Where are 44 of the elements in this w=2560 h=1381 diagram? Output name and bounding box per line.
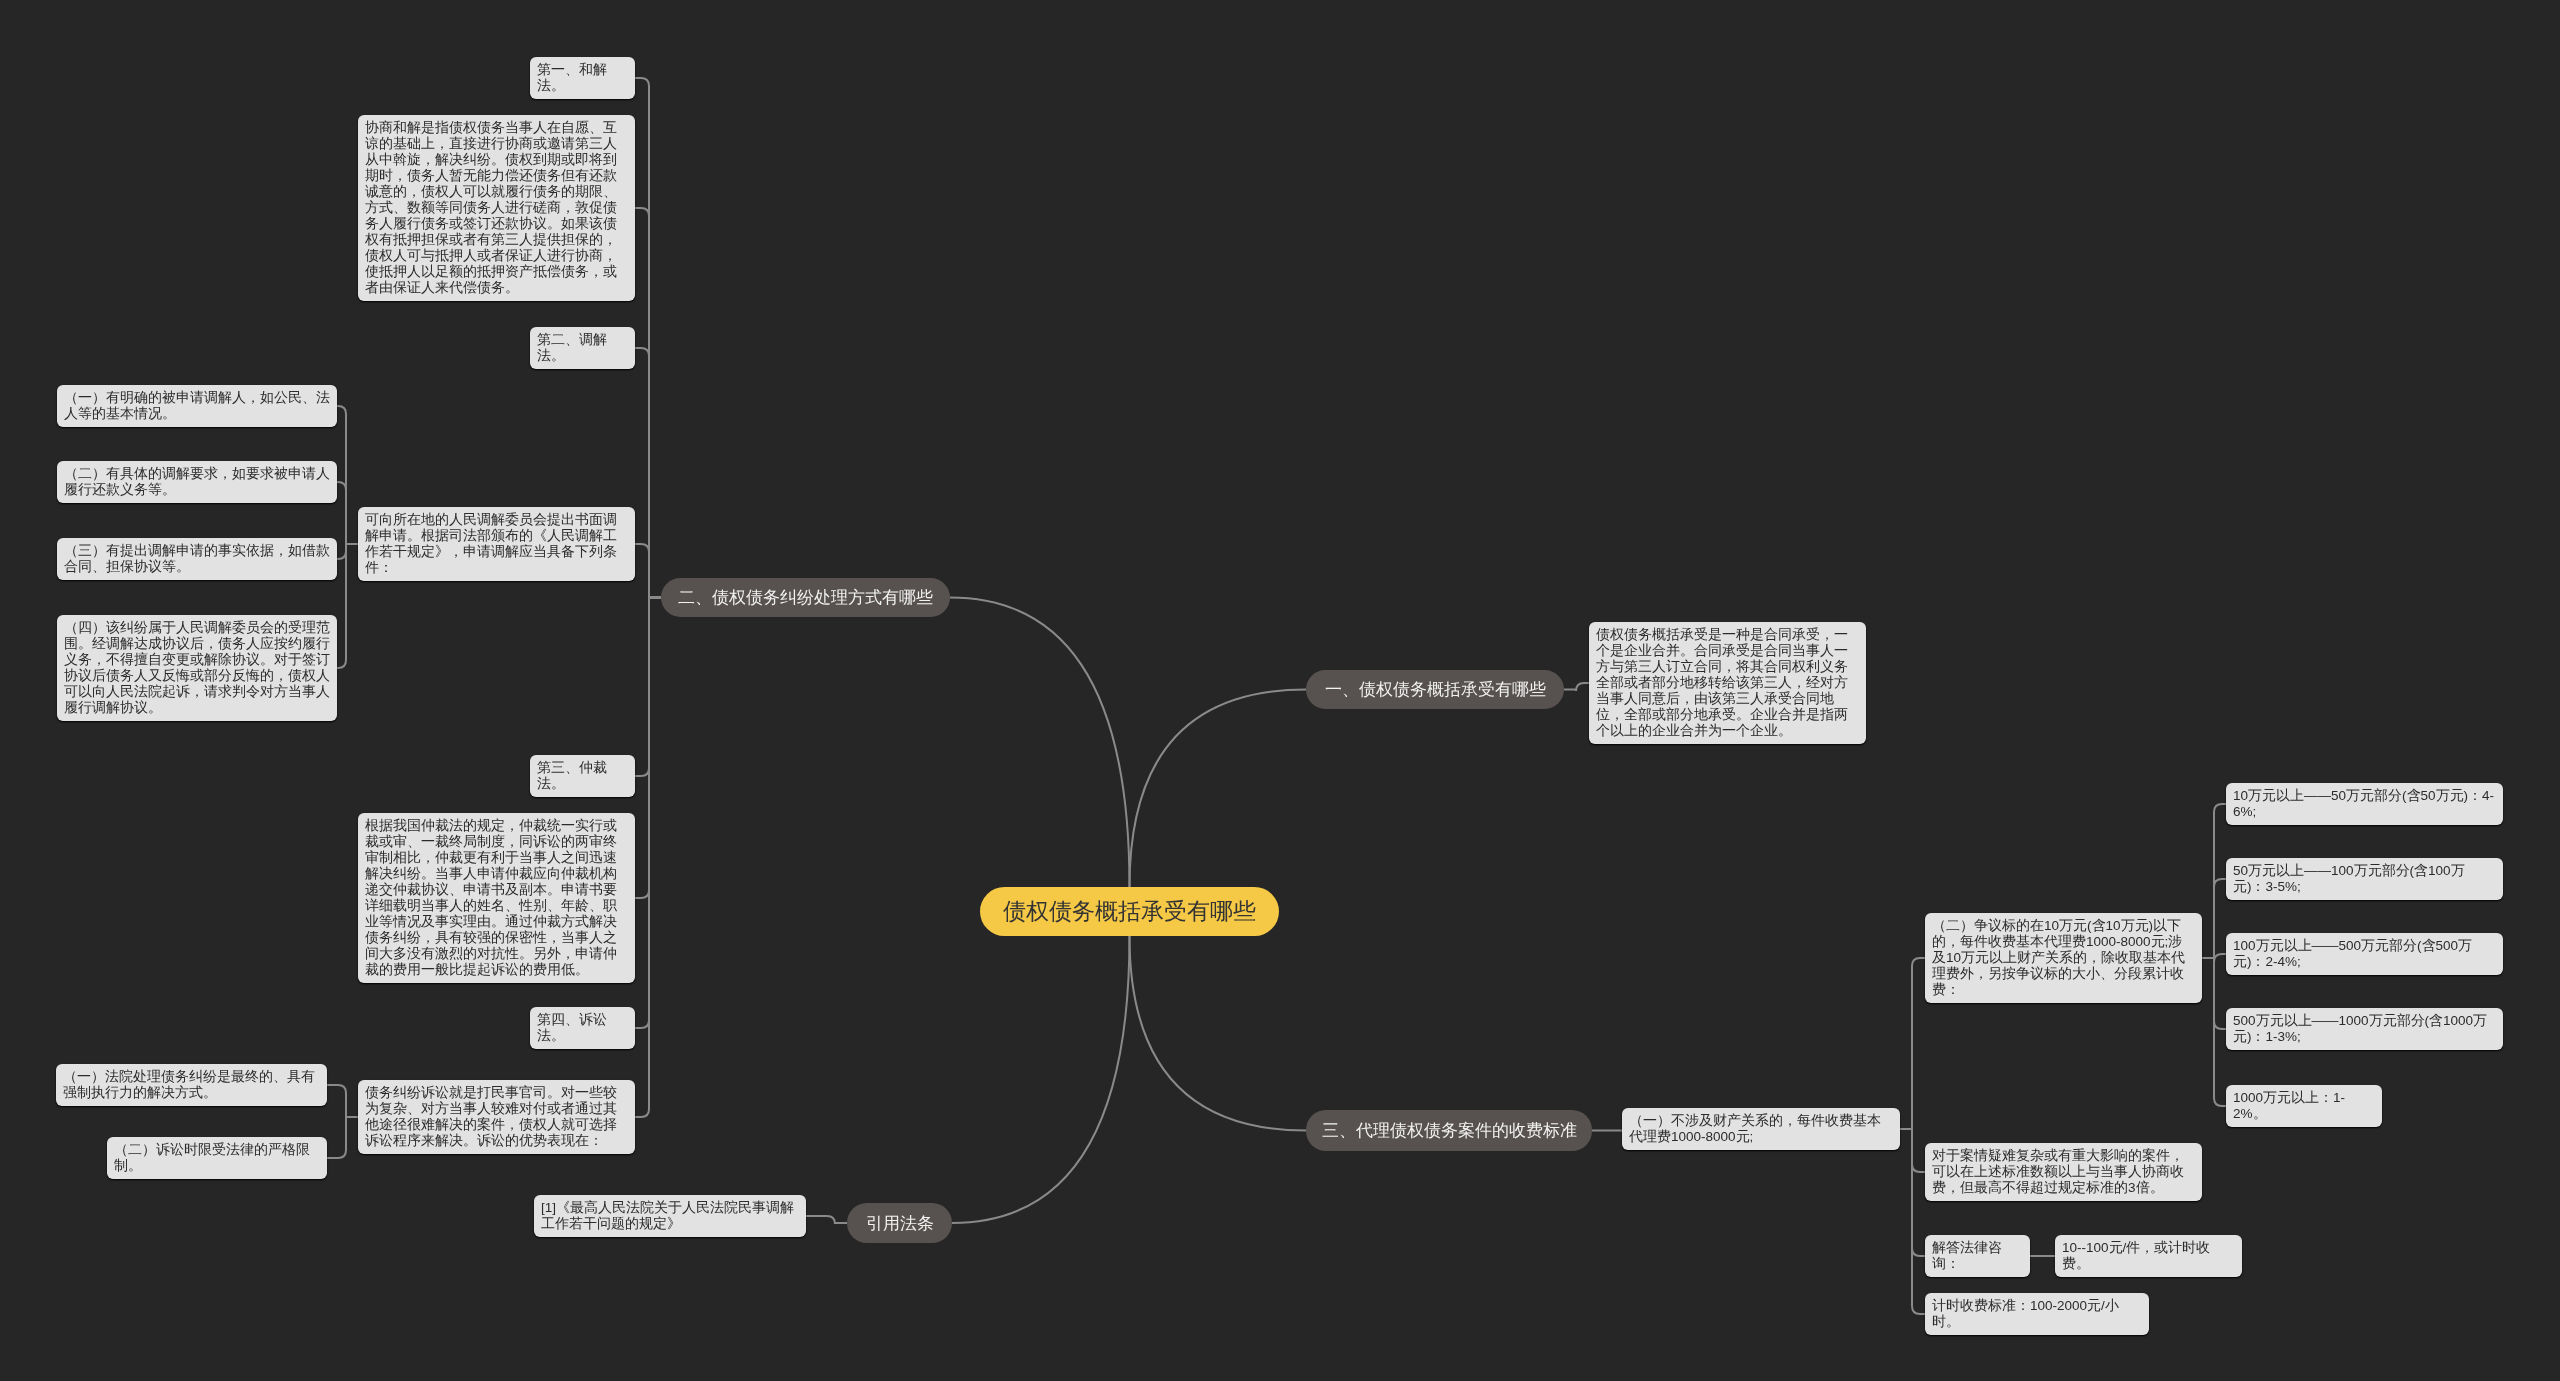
connector	[1591, 1129, 1623, 1132]
connector	[2029, 1255, 2056, 1257]
text-card: 对于案情疑难复杂或有重大影响的案件，可以在上述标准数额以上与当事人协商收费，但最高不得超过规定标准的3倍。	[1925, 1143, 2202, 1201]
text-card: 500万元以上——1000万元部分(含1000万元)：1-3%;	[2226, 1008, 2503, 1050]
text-card: [1]《最高人民法院关于人民法院民事调解工作若干问题的规定》	[534, 1195, 806, 1237]
branch-topic: 一、债权债务概括承受有哪些	[1306, 670, 1564, 709]
text-card: 债权债务概括承受是一种是合同承受，一个是企业合并。合同承受是合同当事人一方与第三人订立合同，将其合同权利义务全部或者部分地移转给该第三人，经对方当事人同意后，由该第三人承受合同地位，全部或部分地承受。企业合并是指两个以上的企业合并为一个企业。	[1589, 622, 1866, 744]
text-card: 100万元以上——500万元部分(含500万元)：2-4%;	[2226, 933, 2503, 975]
connector	[1899, 1128, 1926, 1315]
connector	[1128, 935, 1307, 1132]
connector	[2201, 957, 2227, 1107]
text-card: （三）有提出调解申请的事实依据，如借款合同、担保协议等。	[57, 538, 337, 580]
text-card: （二）争议标的在10万元(含10万元)以下的，每件收费基本代理费1000-8000元;涉及10万元以上财产关系的，除收取基本代理费外，另按争议标的大小、分段累计收费：	[1925, 913, 2202, 1003]
connector	[336, 543, 359, 669]
text-card: 10--100元/件，或计时收费。	[2055, 1235, 2242, 1277]
text-card: （二）诉讼时限受法律的严格限制。	[107, 1137, 327, 1179]
text-card: 债务纠纷诉讼就是打民事官司。对一些较为复杂、对方当事人较难对付或者通过其他途径很难解决的案件，债权人就可选择诉讼程序来解决。诉讼的优势表现在：	[358, 1080, 635, 1154]
text-card: （一）法院处理债务纠纷是最终的、具有强制执行力的解决方式。	[56, 1064, 327, 1106]
connector	[951, 935, 1131, 1224]
text-card: 计时收费标准：100-2000元/小时。	[1925, 1293, 2149, 1335]
text-card: （二）有具体的调解要求，如要求被申请人履行还款义务等。	[57, 461, 337, 503]
text-card: 第二、调解法。	[530, 327, 635, 369]
text-card: （一）不涉及财产关系的，每件收费基本代理费1000-8000元;	[1622, 1108, 1900, 1150]
text-card: 第三、仲裁法。	[530, 755, 635, 797]
text-card: 根据我国仲裁法的规定，仲裁统一实行或裁或审、一裁终局制度，同诉讼的两审终审制相比，仲裁更有利于当事人之间迅速解决纠纷。当事人申请仲裁应向仲裁机构递交仲裁协议、申请书及副本。申请书要详细载明当事人的姓名、性别、年龄、职业等情况及事实理由。通过仲裁方式解决债务纠纷，具有较强的保密性，当事人之间大多没有激烈的对抗性。另外，申请仲裁的费用一般比提起诉讼的费用低。	[358, 813, 635, 983]
connector	[805, 1215, 848, 1225]
text-card: 第四、诉讼法。	[530, 1007, 635, 1049]
branch-topic: 三、代理债权债务案件的收费标准	[1306, 1110, 1592, 1151]
central-topic: 债权债务概括承受有哪些	[980, 887, 1279, 936]
text-card: 1000万元以上：1-2%。	[2226, 1085, 2382, 1127]
text-card: 50万元以上——100万元部分(含100万元)：3-5%;	[2226, 858, 2503, 900]
text-card: 解答法律咨询：	[1925, 1235, 2030, 1277]
connector	[326, 1116, 359, 1159]
connector	[1128, 688, 1307, 888]
connector	[949, 596, 1131, 888]
text-card: 第一、和解法。	[530, 57, 635, 99]
text-card: 10万元以上——50万元部分(含50万元)：4-6%;	[2226, 783, 2503, 825]
branch-topic: 引用法条	[847, 1203, 952, 1243]
text-card: （四）该纠纷属于人民调解委员会的受理范围。经调解达成协议后，债务人应按约履行义务，不得擅自变更或解除协议。对于签订协议后债务人又反悔或部分反悔的，债权人可以向人民法院起诉，请求判令对方当事人履行调解协议。	[57, 615, 337, 721]
branch-topic: 二、债权债务纠纷处理方式有哪些	[661, 578, 950, 617]
connector	[1563, 682, 1590, 692]
text-card: 协商和解是指债权债务当事人在自愿、互谅的基础上，直接进行协商或邀请第三人从中斡旋，解决纠纷。债权到期或即将到期时，债务人暂无能力偿还债务但有还款诚意的，债权人可以就履行债务的期限、方式、数额等同债务人进行磋商，敦促债务人履行债务或签订还款协议。如果该债权有抵押担保或者有第三人提供担保的，债权人可与抵押人或者保证人进行协商，使抵押人以足额的抵押资产抵偿债务，或者由保证人来代偿债务。	[358, 115, 635, 301]
text-card: （一）有明确的被申请调解人，如公民、法人等的基本情况。	[57, 385, 337, 427]
text-card: 可向所在地的人民调解委员会提出书面调解申请。根据司法部颁布的《人民调解工作若干规定》，申请调解应当具备下列条件：	[358, 507, 635, 581]
